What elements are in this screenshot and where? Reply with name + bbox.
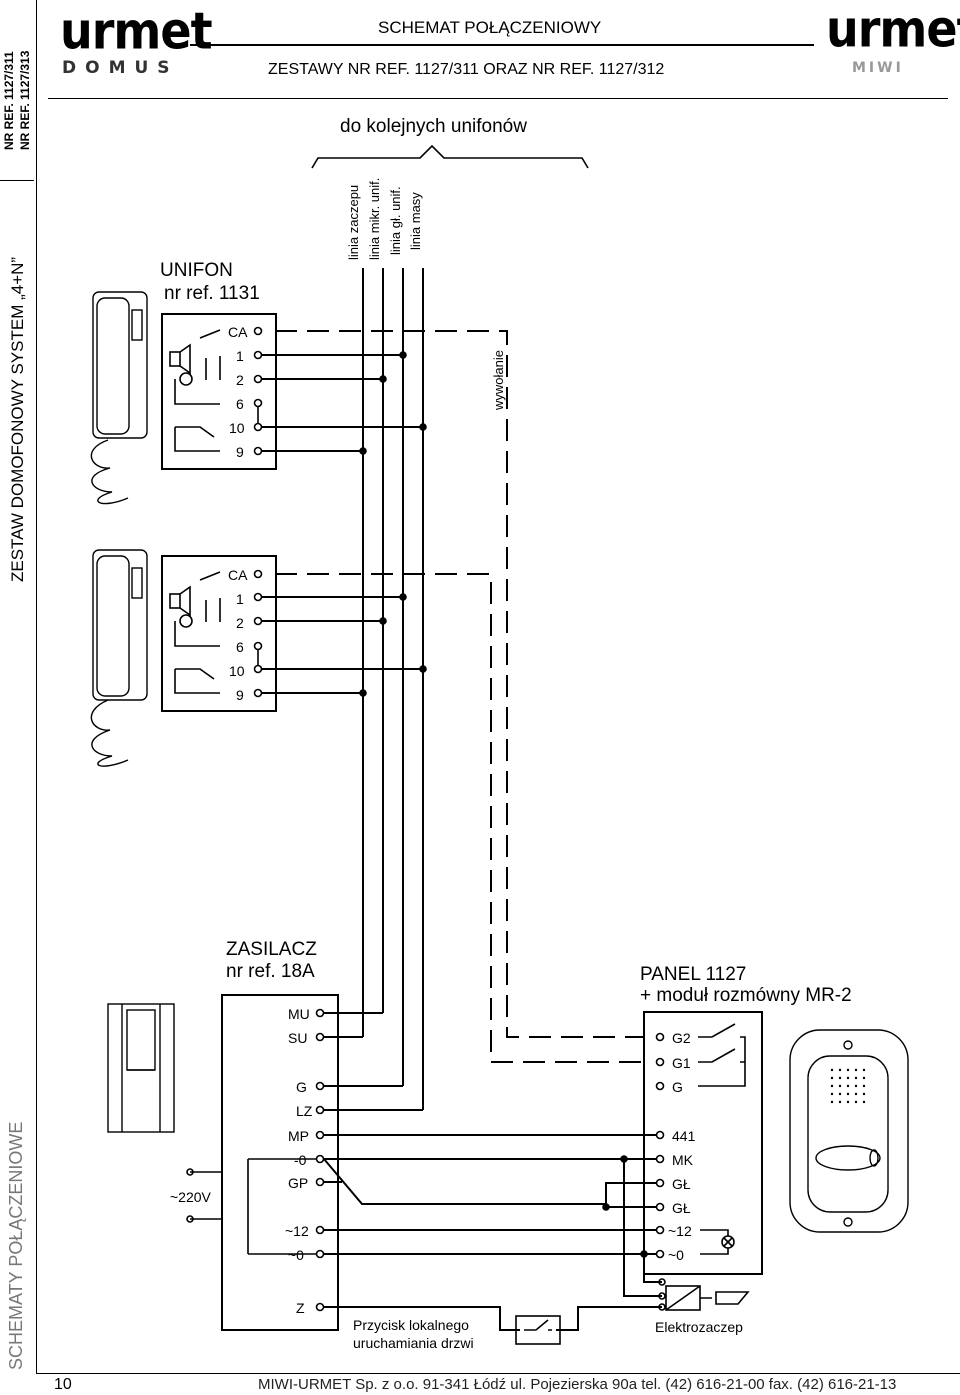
unifon1-terminal-1: 1 xyxy=(236,348,244,364)
page-title: SCHEMAT POŁĄCZENIOWY xyxy=(378,18,602,37)
unifon1-terminal-9: 9 xyxy=(236,444,244,460)
psu-terminal-mp: MP xyxy=(288,1128,309,1144)
button-label-line1: Przycisk lokalnego xyxy=(353,1317,469,1333)
header-divider xyxy=(190,44,814,46)
bus-label-1: linia zaczepu xyxy=(346,185,361,260)
psu-terminal-mu: MU xyxy=(288,1006,310,1022)
unifon2-terminal-ca: CA xyxy=(228,567,248,583)
panel-terminal-mk: MK xyxy=(672,1152,694,1168)
panel-terminal-g2: G2 xyxy=(672,1030,691,1046)
panel-terminal-g1: G1 xyxy=(672,1055,691,1071)
psu-terminal-minus0: -0 xyxy=(294,1152,307,1168)
unifon-box-2: CA 1 2 6 10 9 xyxy=(161,555,277,712)
call-label: wywołanie xyxy=(491,350,506,411)
panel-terminal-441: 441 xyxy=(672,1128,696,1144)
panel-terminal-gl2: GŁ xyxy=(672,1200,691,1216)
panel-title: PANEL 1127 xyxy=(640,964,746,985)
door-button-icon xyxy=(515,1315,561,1345)
call-lines xyxy=(275,330,645,1063)
unifon1-terminal-10: 10 xyxy=(229,420,245,436)
mains-terminal-2 xyxy=(186,1215,194,1223)
bus-label-4: linia masy xyxy=(408,192,423,250)
psu-terminal-0: ~0 xyxy=(288,1247,304,1263)
panel-terminal-labels: G2 G1 G 441 MK GŁ GŁ ~12 ~0 xyxy=(668,1030,696,1263)
psu-terminal-g: G xyxy=(296,1079,307,1095)
bus-label-2: linia mikr. unif. xyxy=(367,178,382,260)
panel-lamp-wires xyxy=(700,1229,729,1255)
panel-device-icon xyxy=(789,1029,909,1233)
ref-box: NR REF. 1127/311 NR REF. 1127/313 xyxy=(0,0,34,181)
unifon-title: UNIFON xyxy=(160,260,233,281)
unifon2-terminal-1: 1 xyxy=(236,591,244,607)
urmet-logo-right: urmet xyxy=(826,0,960,59)
domus-logo: DOMUS xyxy=(62,58,179,78)
bus-lines xyxy=(362,268,424,1110)
psu-terminal-lz: LZ xyxy=(296,1103,313,1119)
psu-title: ZASILACZ xyxy=(226,939,317,960)
page-subtitle: ZESTAWY NR REF. 1127/311 ORAZ NR REF. 11… xyxy=(268,61,665,78)
handset-icon-1 xyxy=(90,291,148,505)
psu-internal-wires xyxy=(247,1158,316,1255)
psu-terminal-z: Z xyxy=(296,1300,305,1316)
handset-icon-2 xyxy=(90,549,148,767)
unifon1-terminal-6: 6 xyxy=(236,396,244,412)
header-rule xyxy=(48,98,948,99)
psu-terminal-gp: GP xyxy=(288,1175,308,1191)
psu-bus-wires xyxy=(324,1012,423,1111)
panel-terminal-g: G xyxy=(672,1079,683,1095)
panel-junctions xyxy=(602,1155,648,1258)
psu-ref: nr ref. 18A xyxy=(226,961,315,982)
unifon-box-1: CA 1 2 6 10 9 xyxy=(161,313,277,470)
unifon2-terminal-9: 9 xyxy=(236,687,244,703)
bus-label-3: linia gł. unif. xyxy=(388,186,403,255)
psu-icon xyxy=(107,1003,175,1133)
top-label: do kolejnych unifonów xyxy=(340,116,527,137)
unifon2-wires xyxy=(262,596,423,694)
footer-rule xyxy=(36,1373,960,1374)
footer-contact: MIWI-URMET Sp. z o.o. 91-341 Łódź ul. Po… xyxy=(258,1376,897,1393)
unifon1-terminal-ca: CA xyxy=(228,324,248,340)
panel-subtitle: + moduł rozmówny MR-2 xyxy=(640,985,852,1006)
psu-box xyxy=(221,994,339,1331)
button-label-line2: uruchamiania drzwi xyxy=(353,1335,474,1351)
page-number: 10 xyxy=(54,1376,72,1393)
panel-terminal-gl1: GŁ xyxy=(672,1176,691,1192)
sidebar: NR REF. 1127/311 NR REF. 1127/313 ZESTAW… xyxy=(0,0,37,1373)
unifon-ref: nr ref. 1131 xyxy=(164,283,260,304)
psu-panel-wires xyxy=(323,1134,662,1331)
unifon1-wires xyxy=(262,354,423,452)
brace xyxy=(311,144,589,169)
panel-terminal-circles xyxy=(655,1032,665,1259)
psu-terminal-circles xyxy=(315,1008,325,1312)
psu-terminal-su: SU xyxy=(288,1030,307,1046)
strike-label: Elektrozaczep xyxy=(655,1319,743,1335)
unifon2-junctions xyxy=(359,593,427,697)
mains-label: ~220V xyxy=(170,1189,212,1205)
panel-box xyxy=(643,1011,763,1275)
electric-strike-icon xyxy=(658,1278,750,1311)
unifon2-terminal-10: 10 xyxy=(229,663,245,679)
lamp-icon xyxy=(721,1235,735,1249)
panel-terminal-12: ~12 xyxy=(668,1223,692,1239)
psu-terminal-labels: MU SU G LZ MP -0 GP ~12 ~0 Z xyxy=(285,1006,313,1316)
unifon2-terminal-6: 6 xyxy=(236,639,244,655)
unifon1-junctions xyxy=(359,351,427,455)
miwi-logo: MIWI xyxy=(852,60,904,76)
unifon1-terminal-2: 2 xyxy=(236,372,244,388)
unifon2-terminal-2: 2 xyxy=(236,615,244,631)
mains-terminal-1 xyxy=(186,1168,194,1176)
urmet-logo: urmet xyxy=(60,1,213,61)
panel-call-switches xyxy=(698,1023,746,1087)
mains-wires xyxy=(190,1171,222,1220)
psu-terminal-12: ~12 xyxy=(285,1223,309,1239)
panel-terminal-0: ~0 xyxy=(668,1247,684,1263)
